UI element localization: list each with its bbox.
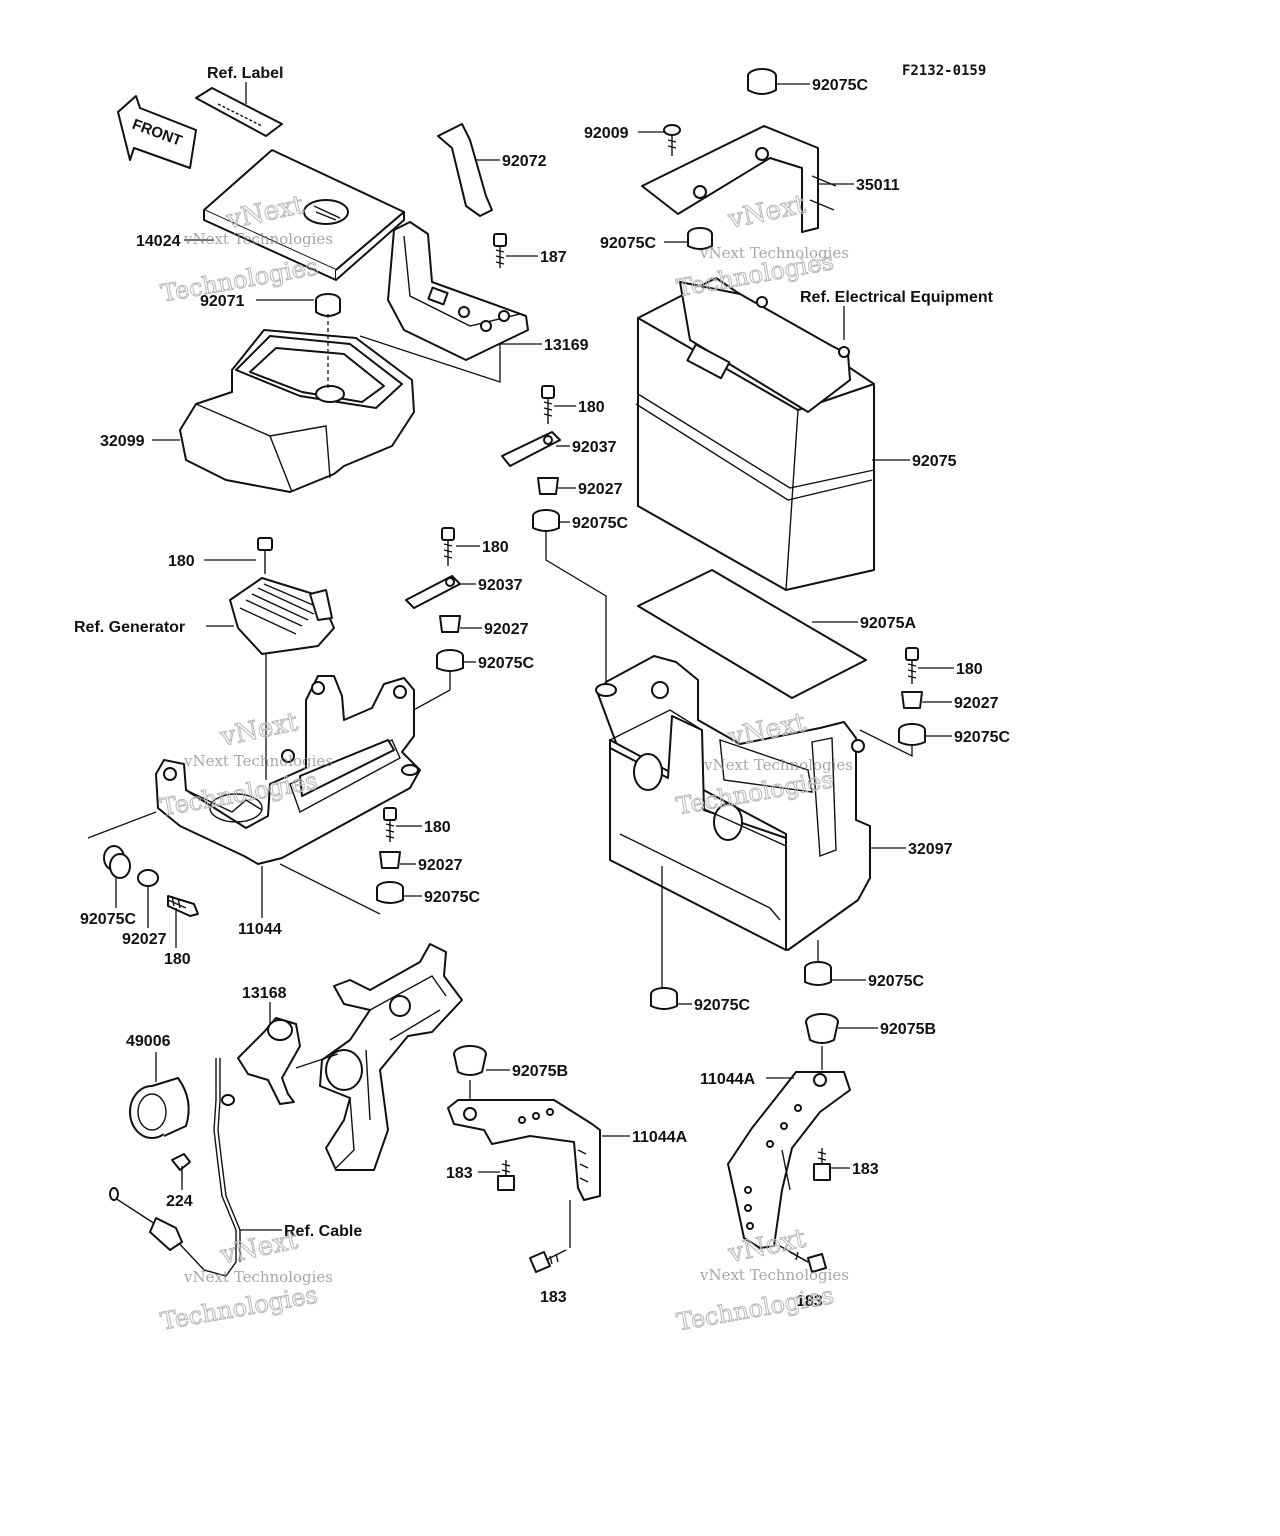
grommet-92075c-h xyxy=(650,987,678,1010)
part-180-e: 180 xyxy=(424,819,451,836)
part-92075c-f: 92075C xyxy=(80,911,136,928)
boot-49006 xyxy=(129,1077,190,1139)
bracket-11044 xyxy=(155,675,421,865)
svg-text:vNext: vNext xyxy=(217,1225,301,1271)
grommet-92071 xyxy=(315,293,341,317)
bolt-183-b xyxy=(529,1249,567,1273)
svg-text:vNext Technologies: vNext Technologies xyxy=(703,756,853,774)
part-92075c-bracket: 92075C xyxy=(600,235,656,252)
bolt-224 xyxy=(171,1153,191,1180)
svg-text:vNext Technologies: vNext Technologies xyxy=(699,1266,849,1284)
fastener-group-a xyxy=(501,385,561,532)
part-92075c-e: 92075C xyxy=(424,889,480,906)
part-92075b-b: 92075B xyxy=(880,1021,936,1038)
ref-cable: Ref. Cable xyxy=(284,1223,362,1240)
part-92075a: 92075A xyxy=(860,615,916,632)
grommet-92075b-b xyxy=(805,1013,839,1044)
part-180-c: 180 xyxy=(168,553,195,570)
part-180-f: 180 xyxy=(164,951,191,968)
part-13169: 13169 xyxy=(544,337,589,354)
fastener-group-d xyxy=(898,647,926,746)
svg-text:Technologies: Technologies xyxy=(674,1281,835,1336)
grommet-92075c-top xyxy=(747,68,777,95)
part-14024: 14024 xyxy=(136,233,181,250)
part-92075b-a: 92075B xyxy=(512,1063,568,1080)
part-11044a-b: 11044A xyxy=(700,1071,756,1088)
svg-text:vNext Technologies: vNext Technologies xyxy=(699,244,849,262)
part-92071: 92071 xyxy=(200,293,245,310)
part-92027-b: 92027 xyxy=(484,621,529,638)
svg-text:vNext Technologies: vNext Technologies xyxy=(183,1268,333,1286)
part-92075c-g: 92075C xyxy=(868,973,924,990)
battery-cover-part xyxy=(203,149,405,281)
screw-92009 xyxy=(663,124,681,156)
grommet-92075c-g xyxy=(804,961,832,986)
part-180-b: 180 xyxy=(482,539,509,556)
part-92075c-h: 92075C xyxy=(694,997,750,1014)
bolt-183-c xyxy=(813,1148,831,1181)
part-49006: 49006 xyxy=(126,1033,171,1050)
bracket-11044a-b xyxy=(727,1071,851,1249)
part-92037-b: 92037 xyxy=(478,577,523,594)
part-92027-d: 92027 xyxy=(954,695,999,712)
part-92027-a: 92027 xyxy=(578,481,623,498)
part-35011: 35011 xyxy=(856,177,900,194)
fastener-group-f xyxy=(103,845,199,917)
fastener-group-e xyxy=(376,807,404,904)
battery-92075 xyxy=(635,277,875,591)
ref-label-sticker xyxy=(195,87,283,137)
ref-label-text: Ref. Label xyxy=(207,65,283,82)
part-224: 224 xyxy=(166,1193,193,1210)
part-180-d: 180 xyxy=(956,661,983,678)
part-92075c-top: 92075C xyxy=(812,77,868,94)
fastener-group-b xyxy=(405,527,464,672)
part-92075: 92075 xyxy=(912,453,957,470)
part-183-c: 183 xyxy=(852,1161,879,1178)
ref-electrical-equipment: Ref. Electrical Equipment xyxy=(800,289,994,306)
part-92037-a: 92037 xyxy=(572,439,617,456)
part-11044a-a: 11044A xyxy=(632,1129,688,1146)
battery-case-32099 xyxy=(179,329,415,493)
bolt-187 xyxy=(493,233,507,268)
ref-generator: Ref. Generator xyxy=(74,619,185,636)
svg-text:vNext: vNext xyxy=(217,707,301,753)
part-183-d: 183 xyxy=(796,1293,823,1310)
part-92027-f: 92027 xyxy=(122,931,167,948)
battery-holder-32097 xyxy=(595,655,871,951)
part-92075c-b: 92075C xyxy=(478,655,534,672)
part-187: 187 xyxy=(540,249,567,266)
cable-part xyxy=(109,1058,241,1277)
front-arrow-icon: FRONT xyxy=(117,95,197,169)
part-32097: 32097 xyxy=(908,841,953,858)
svg-text:vNext Technologies: vNext Technologies xyxy=(183,230,333,248)
part-92075c-a: 92075C xyxy=(572,515,628,532)
frame-part xyxy=(319,943,463,1171)
part-92027-e: 92027 xyxy=(418,857,463,874)
pad-92075a xyxy=(637,569,867,699)
grommet-92075c-bracket xyxy=(687,227,713,250)
svg-text:vNext Technologies: vNext Technologies xyxy=(183,752,333,770)
regulator-part xyxy=(229,537,335,655)
part-92075c-d: 92075C xyxy=(954,729,1010,746)
part-183-a: 183 xyxy=(446,1165,473,1182)
strap-part xyxy=(437,123,493,217)
part-180-a: 180 xyxy=(578,399,605,416)
part-92072: 92072 xyxy=(502,153,547,170)
part-32099: 32099 xyxy=(100,433,145,450)
part-183-b: 183 xyxy=(540,1289,567,1306)
bracket-11044a-a xyxy=(447,1099,601,1201)
bolt-183-a xyxy=(497,1160,515,1191)
bracket-35011 xyxy=(641,125,837,233)
part-11044: 11044 xyxy=(238,921,282,938)
svg-text:Technologies: Technologies xyxy=(158,1281,319,1336)
part-92009: 92009 xyxy=(584,125,629,142)
diagram-code: F2132-0159 xyxy=(902,63,986,79)
svg-text:vNext: vNext xyxy=(725,1223,809,1269)
part-13168: 13168 xyxy=(242,985,287,1002)
grommet-92075b-a xyxy=(453,1045,487,1076)
svg-text:vNext: vNext xyxy=(725,189,809,235)
bracket-13169 xyxy=(387,221,529,361)
part-13168-icon xyxy=(237,1017,301,1105)
